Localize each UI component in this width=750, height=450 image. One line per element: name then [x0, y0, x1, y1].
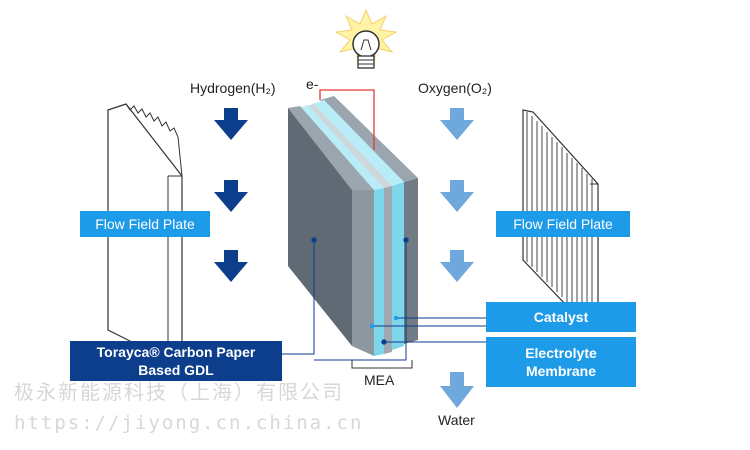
watermark-company: 极永新能源科技（上海）有限公司	[14, 382, 344, 404]
mea-bracket	[351, 360, 413, 369]
arrow-down-icon	[440, 108, 474, 140]
hydrogen-label: Hydrogen(H₂)	[190, 80, 276, 96]
mea-label: MEA	[364, 372, 395, 388]
external-circuit	[319, 89, 375, 150]
catalyst-label: Catalyst	[486, 302, 636, 332]
gdl-label-line1: Torayca® Carbon Paper	[96, 344, 256, 360]
leader-lines	[282, 237, 486, 361]
arrow-down-icon	[214, 250, 248, 282]
watermark-url: https://jiyong.cn.china.cn	[14, 412, 364, 434]
water-label: Water	[438, 412, 475, 428]
hydrogen-arrows	[214, 108, 248, 282]
mea-stack	[288, 96, 418, 356]
arrow-down-icon	[214, 180, 248, 212]
electron-label: e-	[306, 76, 319, 92]
lightbulb-icon	[334, 8, 398, 69]
electrolyte-label-line1: Electrolyte	[525, 345, 597, 361]
arrow-down-icon	[214, 108, 248, 140]
flow-field-plate-left-label: Flow Field Plate	[80, 211, 210, 237]
gdl-label: Torayca® Carbon Paper Based GDL	[70, 341, 282, 381]
arrow-down-icon	[440, 180, 474, 212]
oxygen-arrows	[440, 108, 474, 408]
arrow-down-icon	[440, 250, 474, 282]
electrolyte-label-line2: Membrane	[525, 363, 597, 379]
catalyst-label-text: Catalyst	[533, 309, 589, 325]
electrolyte-membrane-label: Electrolyte Membrane	[486, 337, 636, 387]
flow-field-plate-right-label: Flow Field Plate	[496, 211, 630, 237]
oxygen-label: Oxygen(O₂)	[418, 80, 492, 96]
arrow-down-icon	[440, 372, 474, 408]
gdl-label-line2: Based GDL	[138, 362, 214, 378]
